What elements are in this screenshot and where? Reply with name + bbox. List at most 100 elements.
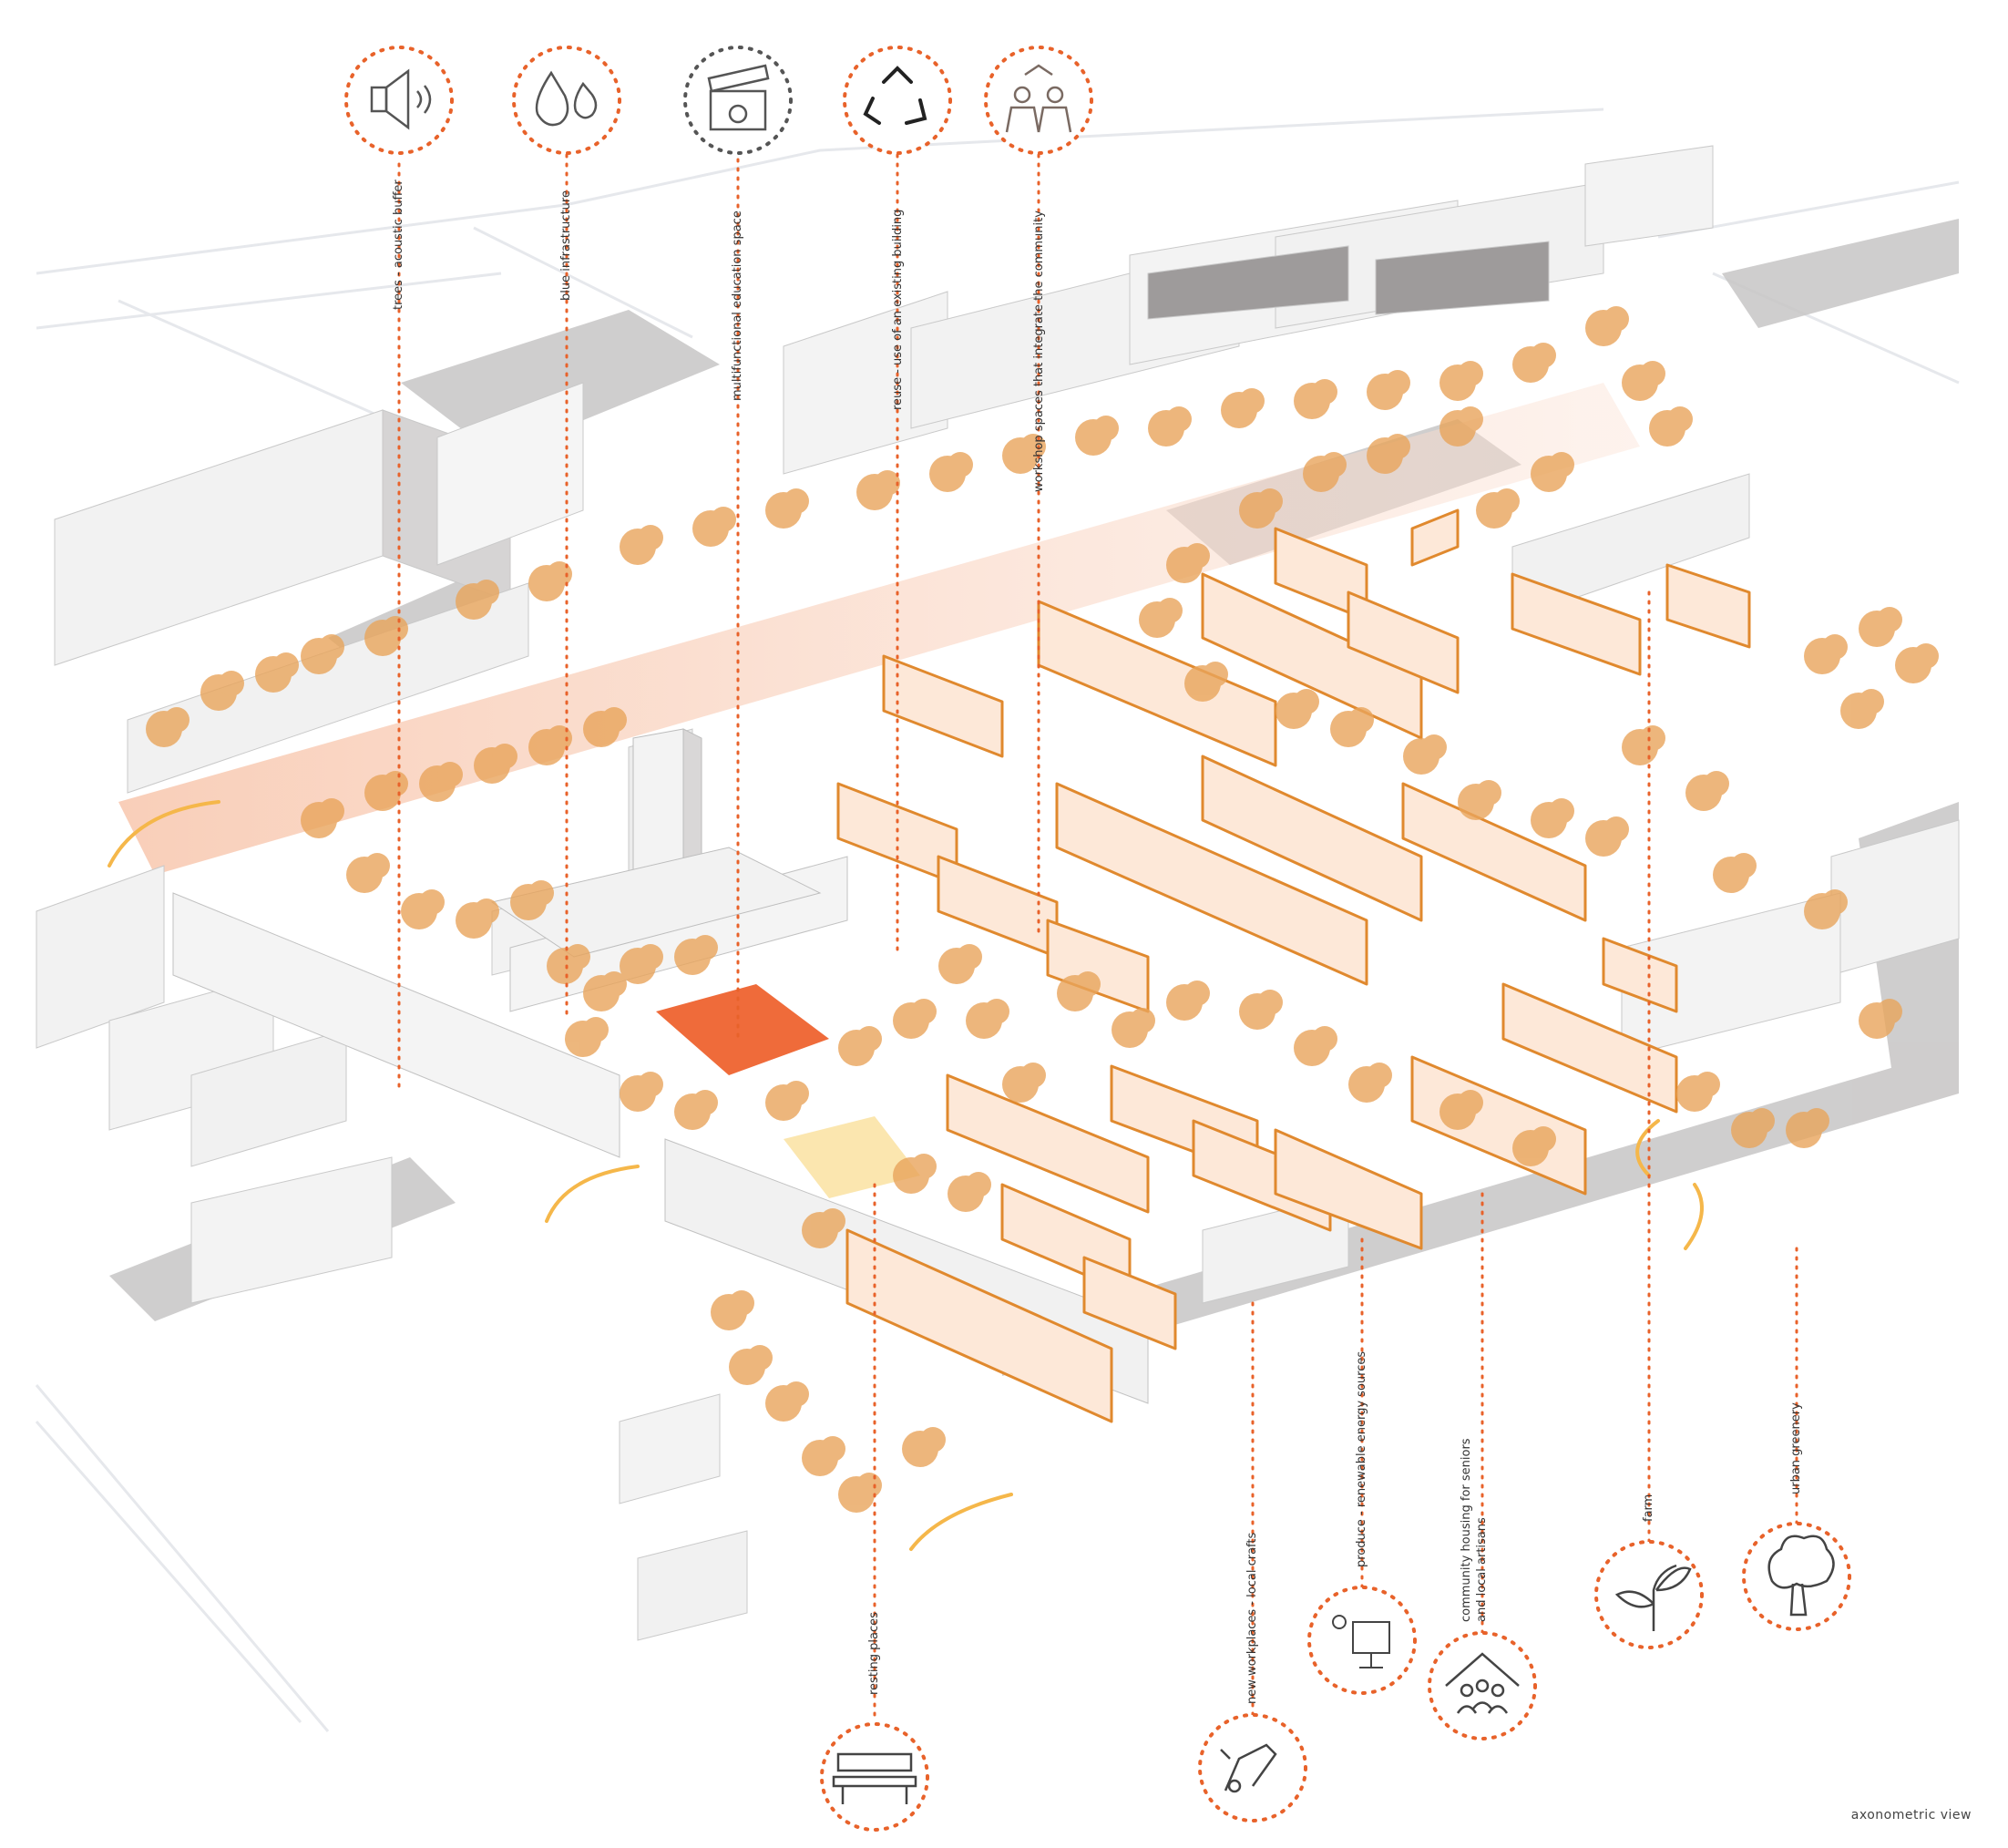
tree-icon xyxy=(1767,1535,1835,1617)
tree-canopy xyxy=(692,935,718,960)
tower-building xyxy=(490,728,822,958)
tree-canopy xyxy=(319,798,344,824)
tree-canopy xyxy=(273,652,299,678)
tree-canopy xyxy=(1667,406,1693,432)
tree-canopy xyxy=(565,944,590,970)
tree-canopy xyxy=(583,1017,609,1042)
tree-canopy xyxy=(966,1172,991,1197)
tree-canopy xyxy=(1321,452,1347,477)
tree-canopy xyxy=(1367,1063,1392,1088)
bench-icon xyxy=(832,1752,917,1804)
tree-canopy xyxy=(1695,1072,1720,1097)
tree-canopy xyxy=(1913,643,1939,669)
tree-canopy xyxy=(474,898,499,924)
speaker-icon xyxy=(370,68,432,130)
tree-canopy xyxy=(164,707,190,733)
tree-canopy xyxy=(1549,452,1574,477)
tree-canopy xyxy=(1184,543,1210,569)
top-icon-workshop xyxy=(984,46,1093,155)
tree-canopy xyxy=(1458,1090,1483,1115)
tree-canopy xyxy=(219,671,244,696)
craft-hands-icon xyxy=(1220,1743,1277,1793)
tree-canopy xyxy=(1257,488,1283,514)
tree-canopy xyxy=(383,616,408,642)
community-house-icon xyxy=(1445,1652,1520,1714)
trees xyxy=(146,306,1939,1513)
tree-canopy xyxy=(474,580,499,605)
orange-plaza xyxy=(656,984,829,1075)
tree-canopy xyxy=(383,771,408,796)
tree-canopy xyxy=(638,1072,663,1097)
top-icon-reuse xyxy=(843,46,952,155)
tree-canopy xyxy=(875,470,900,496)
bottom-icon-crafts xyxy=(1198,1713,1307,1822)
tree-canopy xyxy=(1157,598,1183,623)
tree-canopy xyxy=(1093,416,1119,441)
tree-canopy xyxy=(1239,388,1265,414)
yellow-plaza xyxy=(784,1116,920,1198)
label-community-housing-line2: and local artisans xyxy=(1475,1517,1489,1622)
bottom-icon-greenery xyxy=(1742,1522,1851,1631)
tree-canopy xyxy=(1130,1008,1155,1033)
clapperboard-icon xyxy=(707,64,770,131)
tree-canopy xyxy=(528,880,554,906)
bottom-icon-solar xyxy=(1307,1586,1417,1695)
bottom-icon-community xyxy=(1428,1631,1537,1740)
tree-canopy xyxy=(638,944,663,970)
tree-canopy xyxy=(957,944,982,970)
tree-canopy xyxy=(1704,771,1729,796)
tree-canopy xyxy=(1421,734,1447,760)
tree-canopy xyxy=(711,507,736,532)
tree-canopy xyxy=(1494,488,1520,514)
tree-canopy xyxy=(1348,707,1374,733)
tree-canopy xyxy=(1458,406,1483,432)
tree-canopy xyxy=(1603,816,1629,842)
label-resting-places: resting places xyxy=(867,1612,881,1695)
tree-canopy xyxy=(1549,798,1574,824)
tree-canopy xyxy=(1257,990,1283,1015)
tree-canopy xyxy=(1184,980,1210,1006)
tree-canopy xyxy=(784,1381,809,1407)
tree-canopy xyxy=(547,561,572,587)
tree-canopy xyxy=(319,634,344,660)
access-arrows xyxy=(108,800,1704,1551)
top-icon-water xyxy=(512,46,621,155)
tree-canopy xyxy=(820,1436,845,1462)
tree-canopy xyxy=(1822,889,1848,915)
tree-canopy xyxy=(1877,999,1902,1024)
context-buildings xyxy=(36,145,1960,1641)
tree-canopy xyxy=(1749,1108,1775,1134)
connector-lines xyxy=(397,153,1798,1724)
tree-canopy xyxy=(911,1154,937,1179)
label-urban-greenery: urban greenery xyxy=(1789,1402,1803,1494)
tree-canopy xyxy=(1458,361,1483,386)
label-local-crafts: new workplaces - local crafts xyxy=(1245,1532,1259,1704)
bottom-icon-farm xyxy=(1594,1540,1704,1649)
tree-canopy xyxy=(920,1427,946,1453)
tree-canopy xyxy=(1385,434,1410,459)
tree-canopy xyxy=(1804,1108,1829,1134)
tree-canopy xyxy=(1822,634,1848,660)
tree-canopy xyxy=(911,999,937,1024)
tree-canopy xyxy=(1531,343,1556,368)
top-icon-speaker xyxy=(344,46,454,155)
label-workshop: workshop spaces that integrate the commu… xyxy=(1032,210,1046,492)
tree-canopy xyxy=(729,1290,754,1316)
label-blue-infrastructure: blue infrastructure xyxy=(559,190,573,301)
water-drops-icon xyxy=(535,70,598,127)
tree-canopy xyxy=(856,1026,882,1052)
tree-canopy xyxy=(492,744,517,769)
tree-canopy xyxy=(820,1208,845,1234)
sprout-icon xyxy=(1614,1564,1692,1631)
tree-canopy xyxy=(1731,853,1757,878)
tree-canopy xyxy=(1603,306,1629,332)
tree-canopy xyxy=(1531,1126,1556,1152)
tree-canopy xyxy=(1166,406,1192,432)
tree-canopy xyxy=(1075,971,1101,997)
tree-canopy xyxy=(1877,607,1902,632)
label-education-space: multifunctional education space xyxy=(731,210,744,401)
tree-canopy xyxy=(1020,1063,1046,1088)
tree-canopy xyxy=(1476,780,1501,806)
tree-canopy xyxy=(437,762,463,787)
